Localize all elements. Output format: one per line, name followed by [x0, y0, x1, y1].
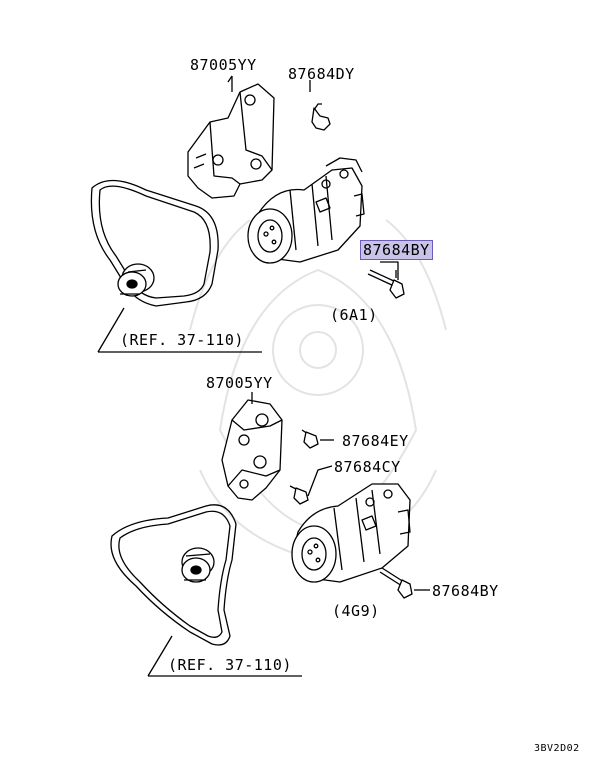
leader-bottom-ref: [147, 635, 302, 677]
label-ref-top[interactable]: (REF. 37-110): [120, 331, 244, 349]
label-bolt-by-top[interactable]: 87684BY: [360, 240, 433, 260]
label-bolt-by-bottom[interactable]: 87684BY: [432, 582, 499, 600]
label-ref-bottom[interactable]: (REF. 37-110): [168, 656, 292, 674]
compressor-bottom-drawing: [291, 483, 411, 583]
pulley-bottom-drawing: [181, 547, 215, 583]
bracket-top-drawing: [187, 75, 275, 199]
label-engine-4g9: (4G9): [332, 602, 380, 620]
bolt-ey-drawing: [301, 429, 334, 449]
label-engine-6a1: (6A1): [330, 306, 378, 324]
label-bracket-bottom[interactable]: 87005YY: [206, 374, 273, 392]
label-bolt-cy[interactable]: 87684CY: [334, 458, 401, 476]
compressor-top-drawing: [247, 157, 365, 264]
bracket-bottom-drawing: [221, 392, 283, 501]
bolt-cy-drawing: [289, 465, 333, 505]
bolt-by-top-drawing: [367, 269, 405, 299]
belt-bottom-drawing: [110, 504, 237, 646]
bolt-by-bottom-drawing: [379, 567, 430, 599]
leader-top-long-bolt: [380, 261, 399, 280]
pulley-top-drawing: [117, 263, 155, 297]
label-bolt-ey[interactable]: 87684EY: [342, 432, 409, 450]
bolt-dy-drawing: [309, 80, 331, 131]
leader-top-ref: [97, 307, 262, 353]
diagram-code: 3BV2D02: [534, 743, 580, 754]
label-bolt-dy[interactable]: 87684DY: [288, 65, 355, 83]
belt-top-drawing: [90, 179, 219, 307]
label-bracket-top[interactable]: 87005YY: [190, 56, 257, 74]
